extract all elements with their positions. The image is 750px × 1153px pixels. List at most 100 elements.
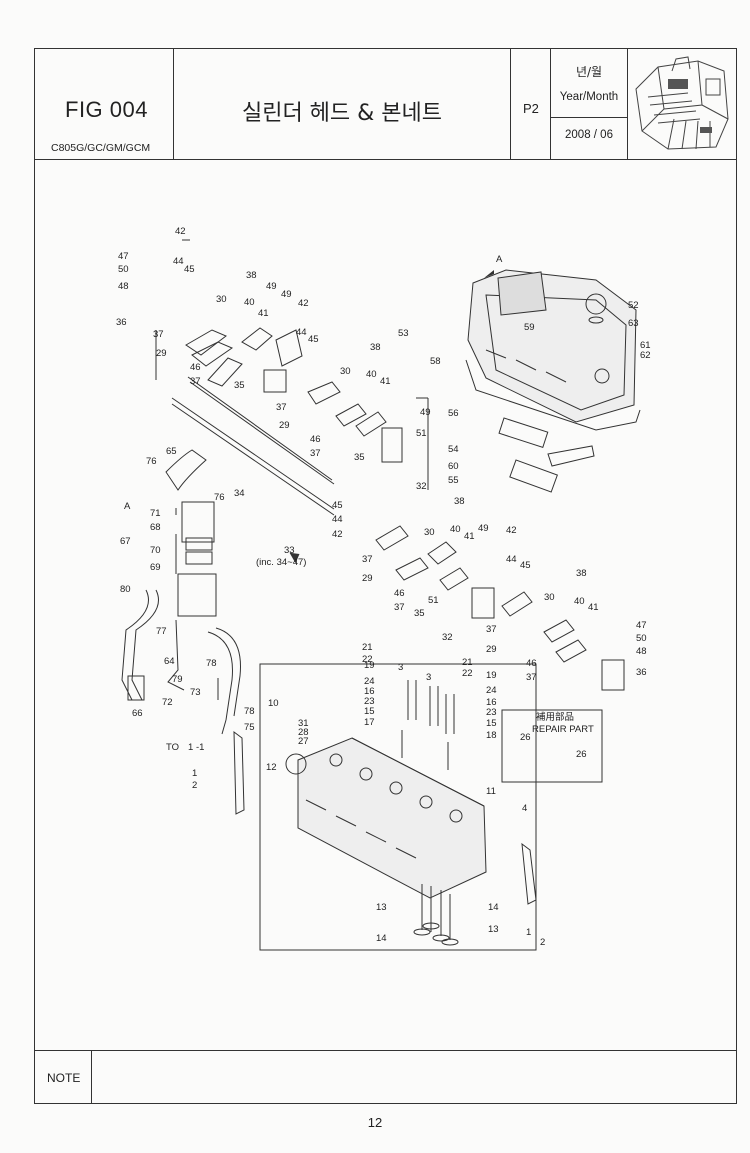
callout-78: 78 [206, 658, 217, 669]
callout-56: 56 [448, 408, 459, 419]
callout-32: 32 [416, 481, 427, 492]
callout-41d: 41 [588, 602, 599, 613]
callout-16b: 16 [486, 697, 497, 708]
callout-71: 71 [150, 508, 161, 519]
callout-41c: 41 [464, 531, 475, 542]
callout-36: 36 [116, 317, 127, 328]
callout-44d: 44 [506, 554, 517, 565]
inc-note: (inc. 34~47) [256, 557, 306, 568]
page-frame: FIG 004 C805G/GC/GM/GCM 실린더 헤드 & 본네트 P2 … [34, 48, 737, 1104]
callout-37c: 37 [276, 402, 287, 413]
callout-11: 11 [486, 786, 496, 797]
figure-title: 실린더 헤드 & 본네트 [241, 101, 443, 126]
year-month-label-en: Year/Month [559, 91, 619, 103]
callout-17: 17 [364, 717, 375, 728]
callout-2b: 2 [540, 937, 545, 948]
callout-64: 64 [164, 656, 175, 667]
callout-16: 16 [364, 686, 375, 697]
callout-10: 10 [268, 698, 279, 709]
callout-49d: 49 [478, 523, 489, 534]
page-number: 12 [367, 1115, 383, 1130]
note-label: NOTE [47, 1071, 81, 1085]
callout-21b: 21 [462, 657, 473, 668]
callout-47b: 47 [636, 620, 647, 631]
callout-37h: 37 [526, 672, 537, 683]
callout-42d: 42 [506, 525, 517, 536]
callout-48: 48 [118, 281, 129, 292]
callout-47: 47 [118, 251, 129, 262]
to-suffix: -1 [196, 742, 204, 753]
inc-note-num: 33 [284, 545, 295, 556]
callout-70: 70 [150, 545, 161, 556]
callout-48b: 48 [636, 646, 647, 657]
callout-50: 50 [118, 264, 129, 275]
callout-38c: 38 [454, 496, 465, 507]
callout-labels: 42 47 50 48 44 45 36 37 30 29 46 37 38 4… [116, 226, 651, 948]
repair-box-en: REPAIR PART [532, 724, 594, 735]
callout-30: 30 [216, 294, 227, 305]
valves [413, 884, 459, 946]
note-row: NOTE [35, 1050, 736, 1105]
callout-67: 67 [120, 536, 131, 547]
callout-60: 60 [448, 461, 459, 472]
callout-38: 38 [246, 270, 257, 281]
callout-ref-a2: A [496, 254, 503, 265]
callout-63: 63 [628, 318, 639, 329]
year-month-cell: 년/월 Year/Month 2008 / 06 [551, 49, 628, 159]
callout-40: 40 [244, 297, 255, 308]
callout-19: 19 [364, 660, 375, 671]
callout-45d: 45 [520, 560, 531, 571]
callout-23b: 23 [486, 707, 497, 718]
callout-72: 72 [162, 697, 173, 708]
callout-49c: 49 [420, 407, 431, 418]
callout-76b: 76 [214, 492, 225, 503]
callout-26b: 26 [576, 749, 587, 760]
callout-49: 49 [266, 281, 277, 292]
callout-46b: 46 [310, 434, 321, 445]
callout-36b: 36 [636, 667, 647, 678]
callout-44b: 44 [296, 327, 307, 338]
year-month-label-kr: 년/월 [575, 65, 603, 79]
repair-box-kr: 補用部品 [536, 711, 574, 723]
title-cell: 실린더 헤드 & 본네트 [174, 49, 511, 159]
figure-number: FIG 004 [65, 97, 148, 122]
rocker-arm-group-lower [375, 525, 625, 691]
valve-cover-drawing [465, 269, 641, 493]
callout-30d: 30 [544, 592, 555, 603]
callout-15b: 15 [486, 718, 497, 729]
callout-29c: 29 [362, 573, 373, 584]
callout-1b: 1 [526, 927, 531, 938]
callout-41b: 41 [380, 376, 391, 387]
callout-45c: 45 [332, 500, 343, 511]
callout-19b: 19 [486, 670, 497, 681]
year-month-divider [551, 117, 627, 118]
callout-35c: 35 [414, 608, 425, 619]
page-code: P2 [523, 101, 539, 116]
callout-46: 46 [190, 362, 201, 373]
callout-24: 24 [364, 676, 375, 687]
callout-32b: 32 [442, 632, 453, 643]
callout-77: 77 [156, 626, 167, 637]
callout-37g: 37 [486, 624, 497, 635]
callout-59: 59 [524, 322, 535, 333]
to-circle: 1 [188, 742, 193, 753]
callout-79: 79 [172, 674, 183, 685]
combine-harvester-icon [635, 56, 729, 150]
callout-42c: 42 [332, 529, 343, 540]
callout-24b: 24 [486, 685, 497, 696]
callout-45: 45 [184, 264, 195, 275]
callout-14b: 14 [376, 933, 387, 944]
callout-44c: 44 [332, 514, 343, 525]
cylinder-head-drawing [285, 737, 487, 899]
callout-38d: 38 [576, 568, 587, 579]
callout-61: 61 [640, 340, 651, 351]
issue-date: 2008 / 06 [565, 129, 613, 141]
callout-37b: 37 [190, 376, 201, 387]
page-code-cell: P2 [511, 49, 551, 159]
header: FIG 004 C805G/GC/GM/GCM 실린더 헤드 & 본네트 P2 … [35, 49, 736, 160]
callout-40b: 40 [366, 369, 377, 380]
rocker-shafts [171, 376, 335, 516]
leader-boxes [155, 239, 603, 951]
callout-51b: 51 [428, 595, 439, 606]
